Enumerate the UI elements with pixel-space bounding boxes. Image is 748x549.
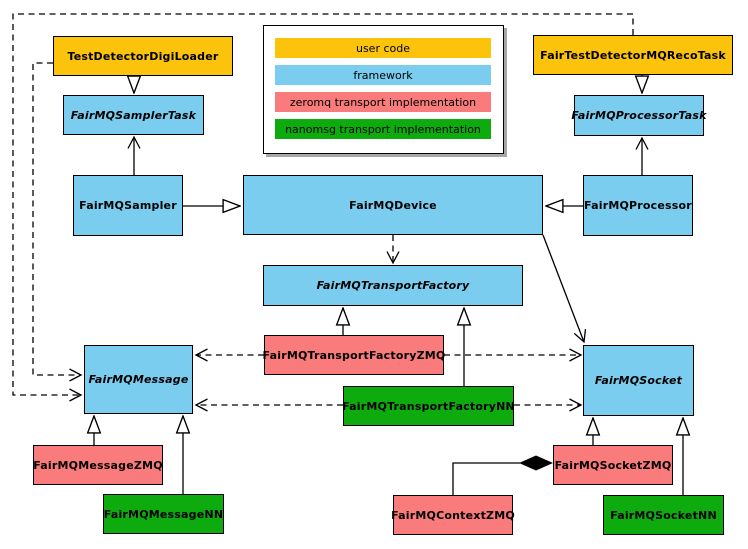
class-fairmqtransportfactoryzmq: FairMQTransportFactoryZMQ [263, 335, 445, 375]
class-fairtestdetectormqrecotask: FairTestDetectorMQRecoTask [533, 35, 733, 75]
class-fairmqmessage: FairMQMessage [84, 345, 193, 414]
aggregation-diamond-icon [519, 455, 553, 471]
class-fairmqsamplertask: FairMQSamplerTask [63, 95, 204, 135]
legend: user code framework zeromq transport imp… [263, 25, 504, 154]
class-fairmqdevice: FairMQDevice [243, 175, 543, 235]
legend-item-nanomsg: nanomsg transport implementation [275, 119, 491, 139]
class-testdetectordigiloader: TestDetectorDigiLoader [53, 36, 233, 76]
class-fairmqprocessor: FairMQProcessor [583, 175, 693, 236]
class-fairmqmessagezmq: FairMQMessageZMQ [33, 445, 163, 485]
class-fairmqsampler: FairMQSampler [73, 175, 183, 236]
legend-item-zeromq: zeromq transport implementation [275, 92, 491, 112]
class-fairmqtransportfactorynn: FairMQTransportFactoryNN [342, 386, 515, 426]
class-fairmqsocketnn: FairMQSocketNN [603, 495, 724, 535]
legend-item-user-code: user code [275, 38, 491, 58]
class-fairmqmessagenn: FairMQMessageNN [103, 494, 224, 534]
edge-recotask-uses-message [12, 13, 634, 402]
class-fairmqprocessortask: FairMQProcessorTask [571, 95, 706, 136]
class-fairmqtransportfactory: FairMQTransportFactory [263, 265, 523, 306]
class-fairmqsocketzmq: FairMQSocketZMQ [553, 445, 673, 485]
class-fairmqsocket: FairMQSocket [583, 345, 694, 416]
legend-item-framework: framework [275, 65, 491, 85]
edge-device-to-socket [542, 234, 587, 344]
class-fairmqcontextzmq: FairMQContextZMQ [391, 495, 515, 535]
edge-contextzmq-to-socketzmq [452, 462, 520, 495]
